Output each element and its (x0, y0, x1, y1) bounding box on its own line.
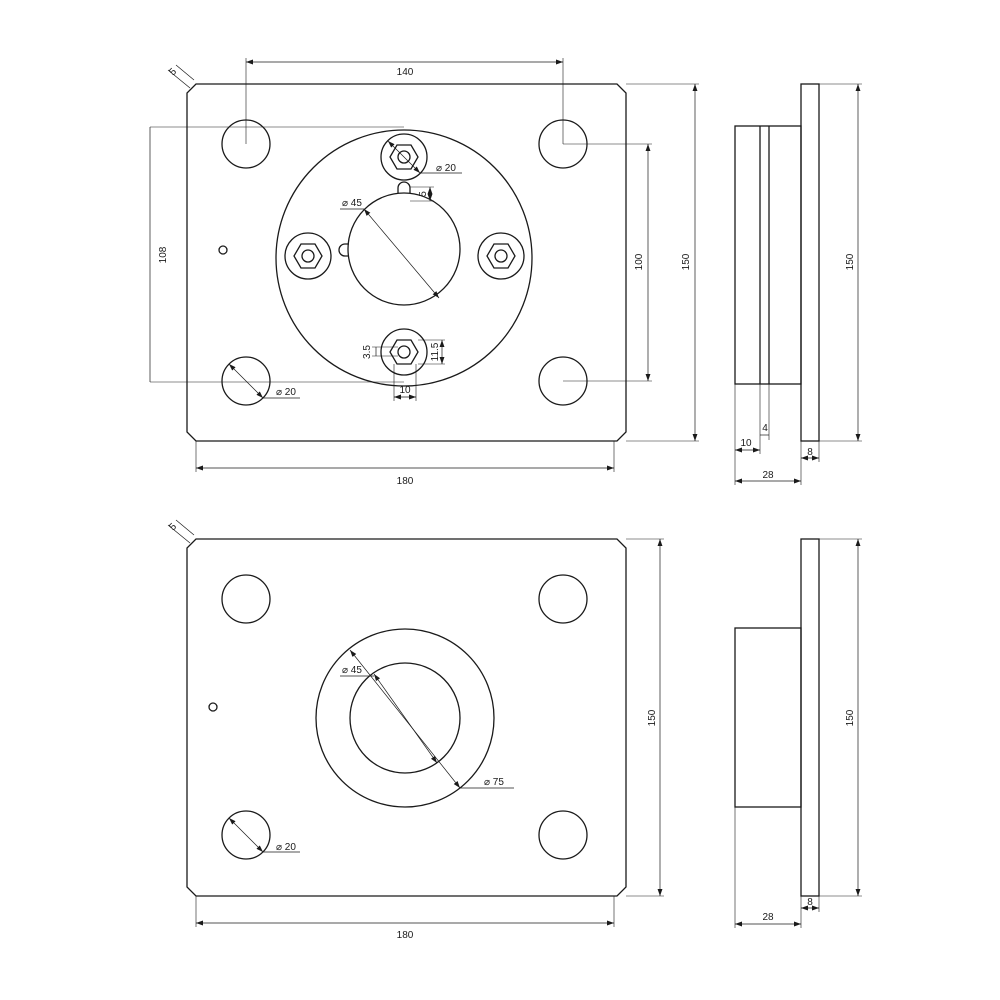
mount-hole-bottom-left (221, 356, 271, 406)
hex-bolt-right (477, 232, 525, 280)
bottom-bore-dia-label: ⌀ 45 (342, 665, 362, 676)
top-side-hub-length-label: 10 (740, 438, 752, 449)
top-hex-offset-label: 3.5 (362, 345, 373, 359)
bottom-mount-hole-bottom-left (221, 810, 271, 860)
bottom-mount-hole-top-left (221, 574, 271, 624)
bottom-hole-dia-label: ⌀ 20 (276, 842, 296, 853)
top-hole-spacing-width-label: 140 (397, 67, 414, 78)
bottom-plate-width-label: 180 (397, 930, 414, 941)
top-plate-width-label: 180 (397, 476, 414, 487)
top-plate-height-label: 150 (681, 253, 692, 270)
bottom-plate-outline (186, 538, 627, 897)
bottom-pin-hole (208, 702, 218, 712)
top-bore-dia-label: ⌀ 45 (342, 198, 362, 209)
top-hex-bolt-dia-label: ⌀ 20 (436, 163, 456, 174)
bottom-mount-hole-bottom-right (538, 810, 588, 860)
keyway-left (338, 243, 349, 257)
top-side-flange (800, 83, 820, 442)
pin-hole (218, 245, 228, 255)
top-side-total-length-label: 28 (762, 470, 774, 481)
bottom-side-height-label: 150 (845, 709, 856, 726)
bottom-side-flange-thickness-label: 8 (807, 897, 813, 908)
top-plate-outline (186, 83, 627, 442)
top-front-view: 5 140 108 100 150 180 ⌀ 20 ⌀ 45 (149, 58, 699, 487)
hex-bolt-left (284, 232, 332, 280)
bottom-hub-outer (315, 628, 495, 808)
bottom-side-total-length-label: 28 (762, 912, 774, 923)
bottom-chamfer-label: 5 (167, 521, 179, 533)
top-side-view: 150 10 4 8 28 (734, 83, 862, 485)
keyway-top (397, 181, 411, 193)
bottom-mount-hole-top-right (538, 574, 588, 624)
bottom-side-hub (734, 627, 802, 808)
top-hole-spacing-height-label: 100 (634, 253, 645, 270)
top-hole-dia-label: ⌀ 20 (276, 387, 296, 398)
top-side-shim-label: 4 (762, 423, 768, 434)
top-chamfer-label: 5 (167, 66, 179, 78)
bottom-side-flange (800, 538, 820, 897)
top-keyway-depth-label: 5 (418, 191, 429, 197)
top-side-hub (734, 125, 802, 385)
hex-bolt-bottom (380, 328, 428, 376)
top-side-flange-thickness-label: 8 (807, 447, 813, 458)
bottom-front-view: 5 150 180 ⌀ 45 ⌀ 75 ⌀ 20 (167, 519, 664, 941)
bottom-side-view: 150 8 28 (734, 538, 862, 928)
top-bolt-pitch-label: 108 (158, 246, 169, 263)
bottom-plate-height-label: 150 (647, 709, 658, 726)
top-hex-width-label: 10 (399, 385, 411, 396)
bottom-hub-dia-label: ⌀ 75 (484, 777, 504, 788)
flange-disc (275, 129, 533, 387)
bore (347, 192, 461, 306)
top-side-height-label: 150 (845, 253, 856, 270)
top-hex-height-label: 11.5 (430, 342, 441, 361)
